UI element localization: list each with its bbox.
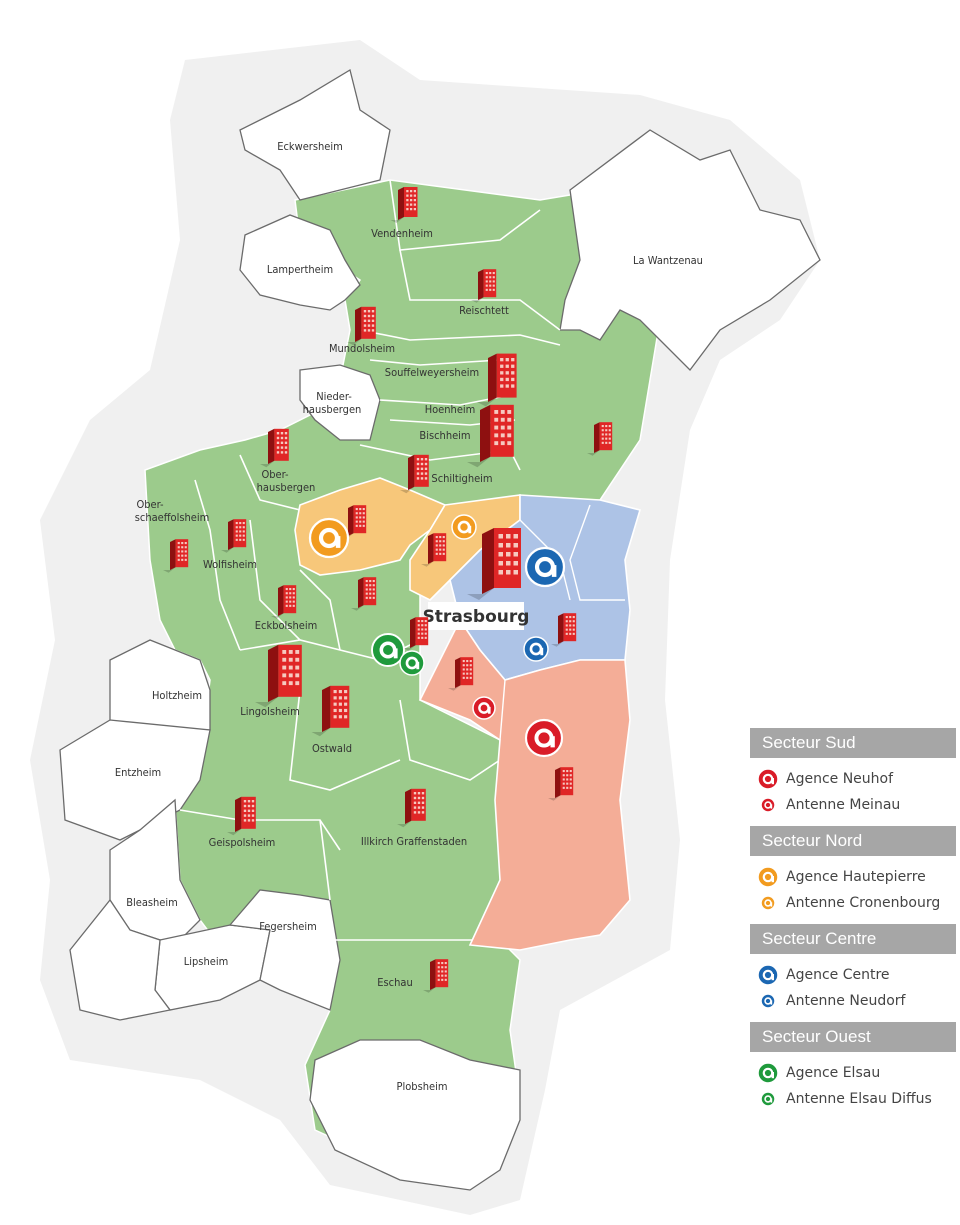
marker-centre-antenne-icon	[523, 636, 549, 662]
label-holtzheim: Holtzheim	[152, 689, 202, 702]
antenne-logo-icon	[750, 793, 786, 817]
commune-geispolsheim-west	[69, 898, 172, 1021]
label-oberschaeffolsheim-1: Ober-	[136, 498, 164, 511]
legend-item-label: Agence Neuhof	[786, 771, 894, 787]
label-la-wantzenau: La Wantzenau	[633, 254, 703, 267]
label-lipsheim: Lipsheim	[184, 955, 228, 968]
legend-item-label: Antenne Elsau Diffus	[786, 1091, 932, 1107]
commune-fegersheim	[228, 889, 341, 1011]
label-plobsheim: Plobsheim	[397, 1080, 448, 1093]
commune-labels: Eckwersheim Vendenheim Lampertheim Reisc…	[115, 140, 703, 1093]
marker-centre-agence-icon	[524, 546, 566, 588]
agence-logo-icon	[750, 767, 786, 791]
legend-item-label: Agence Centre	[786, 967, 890, 983]
label-niederhausbergen-1: Nieder-	[316, 390, 352, 403]
antenne-logo-icon	[750, 891, 786, 915]
commune-lampertheim	[239, 214, 361, 311]
marker-ouest-antenne-icon	[399, 650, 425, 676]
label-entzheim: Entzheim	[115, 766, 161, 779]
marker-ouest-agence-icon	[371, 633, 405, 667]
agence-logo-icon	[750, 1061, 786, 1085]
label-geispolsheim: Geispolsheim	[209, 836, 276, 849]
label-lampertheim: Lampertheim	[267, 263, 333, 276]
legend-item: Antenne Cronenbourg	[750, 890, 956, 916]
commune-niederhausbergen	[299, 364, 381, 441]
label-illkirch-graffenstaden: Illkirch Graffenstaden	[361, 835, 467, 848]
label-wolfisheim: Wolfisheim	[203, 558, 257, 571]
legend-item-label: Antenne Cronenbourg	[786, 895, 941, 911]
label-lingolsheim: Lingolsheim	[240, 705, 300, 718]
label-eckwersheim: Eckwersheim	[277, 140, 343, 153]
sud-boundaries	[499, 679, 506, 741]
label-schiltigheim: Schiltigheim	[431, 472, 492, 485]
label-eschau: Eschau	[377, 976, 412, 989]
legend-item: Agence Centre	[750, 962, 956, 988]
commune-eckwersheim	[239, 68, 391, 201]
legend-item: Agence Hautepierre	[750, 864, 956, 890]
strasbourg-label: Strasbourg	[423, 607, 530, 627]
white-communes	[59, 68, 821, 1191]
antenne-logo-icon	[750, 1087, 786, 1111]
legend-item-label: Agence Elsau	[786, 1065, 881, 1081]
label-bleasheim: Bleasheim	[126, 896, 178, 909]
marker-nord-antenne-icon	[451, 514, 477, 540]
label-oberschaeffolsheim-2: schaeffolsheim	[135, 511, 210, 524]
legend-item-label: Agence Hautepierre	[786, 869, 926, 885]
label-bischheim: Bischheim	[419, 429, 470, 442]
legend-sector-header: Secteur Ouest	[750, 1022, 956, 1052]
agency-markers	[308, 514, 566, 758]
marker-nord-agence-icon	[308, 517, 350, 559]
legend-item: Antenne Neudorf	[750, 988, 956, 1014]
label-eckbolsheim: Eckbolsheim	[255, 619, 317, 632]
legend-sector-header: Secteur Nord	[750, 826, 956, 856]
zone-secteur-sud	[418, 618, 631, 951]
label-oberhausbergen-2: hausbergen	[257, 481, 316, 494]
legend-sector-header: Secteur Centre	[750, 924, 956, 954]
legend-item: Agence Elsau	[750, 1060, 956, 1086]
label-mundolsheim: Mundolsheim	[329, 342, 395, 355]
legend-item: Antenne Meinau	[750, 792, 956, 818]
marker-sud-antenne-icon	[472, 696, 496, 720]
label-oberhausbergen-1: Ober-	[261, 468, 289, 481]
label-ostwald: Ostwald	[312, 742, 352, 755]
commune-plobsheim	[309, 1039, 521, 1191]
legend-item-label: Antenne Meinau	[786, 797, 901, 813]
agence-logo-icon	[750, 963, 786, 987]
agence-logo-icon	[750, 865, 786, 889]
label-niederhausbergen-2: hausbergen	[303, 403, 362, 416]
strasbourg-label-box	[428, 602, 524, 630]
label-hoenheim: Hoenheim	[425, 403, 476, 416]
label-reischtett: Reischtett	[459, 304, 509, 317]
legend-sector-header: Secteur Sud	[750, 728, 956, 758]
label-fegersheim: Fegersheim	[259, 920, 317, 933]
marker-sud-agence-icon	[524, 718, 564, 758]
legend-item: Agence Neuhof	[750, 766, 956, 792]
label-vendenheim: Vendenheim	[371, 227, 433, 240]
antenne-logo-icon	[750, 989, 786, 1013]
commune-boundaries	[179, 179, 561, 941]
legend-item: Antenne Elsau Diffus	[750, 1086, 956, 1112]
label-souffelweyersheim: Souffelweyersheim	[385, 366, 479, 379]
legend-item-label: Antenne Neudorf	[786, 993, 906, 1009]
